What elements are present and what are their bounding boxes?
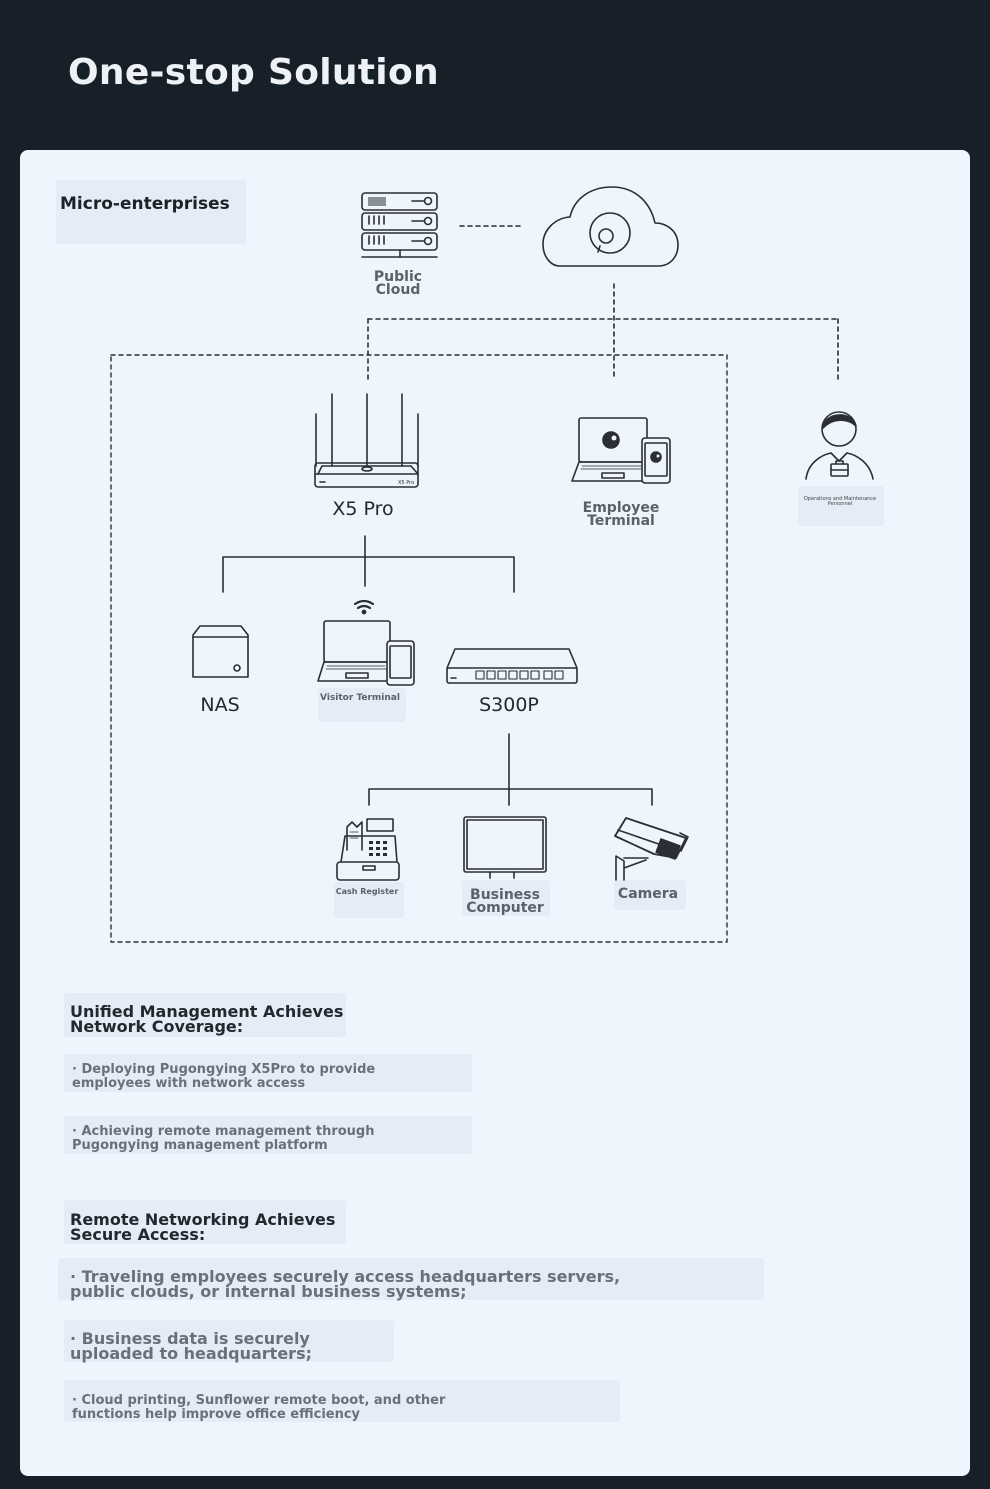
bullet-1-2-badge [64, 1116, 472, 1154]
bullet-2-3-badge [64, 1380, 620, 1422]
solution-card [20, 150, 970, 1476]
heading-1-badge [64, 993, 346, 1037]
bullet-coverage-1: · Deploying Pugongying X5Pro to provide … [72, 1062, 376, 1091]
connector-lines [110, 225, 839, 943]
employee-terminal-icon [571, 417, 671, 484]
public-cloud-label: Public Cloud [373, 269, 423, 298]
bullet-2-2-badge [64, 1320, 394, 1362]
cash-register-icon [336, 818, 400, 881]
nas-label: NAS [200, 694, 240, 716]
bullet-secure-1: · Traveling employees securely access he… [70, 1267, 621, 1301]
nas-icon [192, 625, 249, 678]
operations-person-icon [805, 411, 874, 480]
cloud-icon [542, 186, 679, 267]
visitor-terminal-icon [317, 599, 415, 686]
camera-icon [614, 817, 689, 881]
visitor-label-badge [318, 688, 406, 722]
page-title: One-stop Solution [68, 52, 439, 93]
bullet-secure-3: · Cloud printing, Sunflower remote boot,… [72, 1393, 446, 1422]
bullet-secure-2: · Business data is securely uploaded to … [70, 1329, 312, 1363]
scenario-label: Micro-enterprises [60, 194, 230, 214]
visitor-terminal-label: Visitor Terminal [320, 693, 400, 703]
bullet-2-1-badge [58, 1258, 764, 1300]
bullet-1-1-badge [64, 1054, 472, 1092]
server-stack-icon [361, 192, 438, 258]
switch-icon [446, 648, 578, 684]
camera-label-badge [614, 880, 686, 910]
cash-label-badge [334, 882, 404, 918]
scenario-badge [56, 180, 246, 244]
bullet-coverage-2: · Achieving remote management through Pu… [72, 1124, 375, 1153]
camera-label: Camera [617, 886, 679, 902]
router-model-text: X5 Pro [398, 480, 414, 486]
business-computer-label: Business Computer [466, 887, 544, 916]
ops-personnel-label: Operations and Maintenance Personnel [803, 496, 877, 507]
heading-2-badge [64, 1200, 346, 1244]
business-computer-icon [463, 816, 547, 879]
router-label: X5 Pro [332, 498, 394, 520]
ops-label-badge [798, 486, 884, 526]
router-icon [314, 393, 419, 488]
employee-terminal-label: Employee Terminal [582, 500, 660, 529]
business-label-badge [462, 880, 550, 916]
cash-register-label: Cash Register [335, 887, 399, 896]
switch-label: S300P [479, 694, 539, 716]
section-heading-secure-access: Remote Networking Achieves Secure Access… [70, 1210, 336, 1244]
section-heading-coverage: Unified Management Achieves Network Cove… [70, 1002, 344, 1036]
